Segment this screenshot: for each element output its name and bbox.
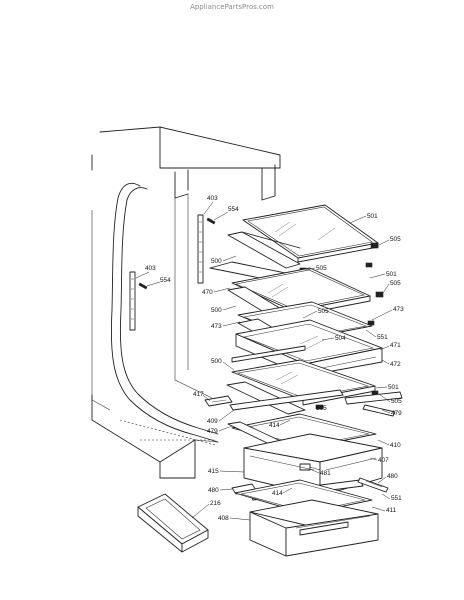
callout-410: 410 — [390, 442, 401, 449]
callout-472: 472 — [390, 361, 401, 368]
callout-480-right: 480 — [387, 473, 398, 480]
callouts: 403 554 501 505 500 505 501 505 403 554 … — [135, 195, 404, 522]
callout-505-second: 505 — [316, 265, 327, 272]
callout-417: 417 — [193, 391, 204, 398]
callout-505-third: 505 — [390, 280, 401, 287]
callout-500-lower: 500 — [211, 358, 222, 365]
callout-409: 409 — [207, 418, 218, 425]
callout-480-left: 480 — [208, 487, 219, 494]
callout-414-upper: 414 — [269, 422, 280, 429]
callout-551-upper: 551 — [377, 334, 388, 341]
callout-403-upper: 403 — [207, 195, 218, 202]
callout-414-lower: 414 — [272, 490, 283, 497]
callout-473-right: 473 — [393, 306, 404, 313]
callout-501-lower: 501 — [388, 384, 399, 391]
callout-479-right: 479 — [391, 410, 402, 417]
callout-554-lower: 554 — [160, 277, 171, 284]
slide-rails-upper — [204, 389, 403, 417]
callout-551-lower: 551 — [391, 495, 402, 502]
callout-504: 504 — [335, 335, 346, 342]
callout-473-left: 473 — [211, 323, 222, 330]
callout-505-sixth: 505 — [316, 405, 327, 412]
callout-481: 481 — [320, 470, 331, 477]
cabinet-outline — [91, 126, 281, 479]
callout-554-upper: 554 — [228, 206, 239, 213]
callout-501-second: 501 — [386, 271, 397, 278]
egg-tray — [137, 493, 209, 553]
callout-403-lower: 403 — [145, 265, 156, 272]
callout-407: 407 — [378, 457, 389, 464]
callout-505-top: 505 — [390, 236, 401, 243]
callout-470: 470 — [202, 289, 213, 296]
callout-408: 408 — [218, 515, 229, 522]
shelf-ladder-upper — [197, 214, 216, 284]
callout-415: 415 — [208, 468, 219, 475]
callout-501-top: 501 — [367, 213, 378, 220]
callout-479-left: 479 — [207, 428, 218, 435]
callout-216: 216 — [210, 500, 221, 507]
callout-471: 471 — [390, 342, 401, 349]
crisper-drawer-lower — [249, 499, 379, 557]
callout-500-upper: 500 — [211, 258, 222, 265]
shelf-ladder-lower — [129, 271, 148, 331]
callout-500-middle: 500 — [211, 307, 222, 314]
callout-505-fifth: 505 — [391, 398, 402, 405]
callout-411: 411 — [386, 507, 397, 514]
watermark: AppliancePartsPros.com — [190, 3, 274, 11]
callout-505-fourth: 505 — [318, 308, 329, 315]
